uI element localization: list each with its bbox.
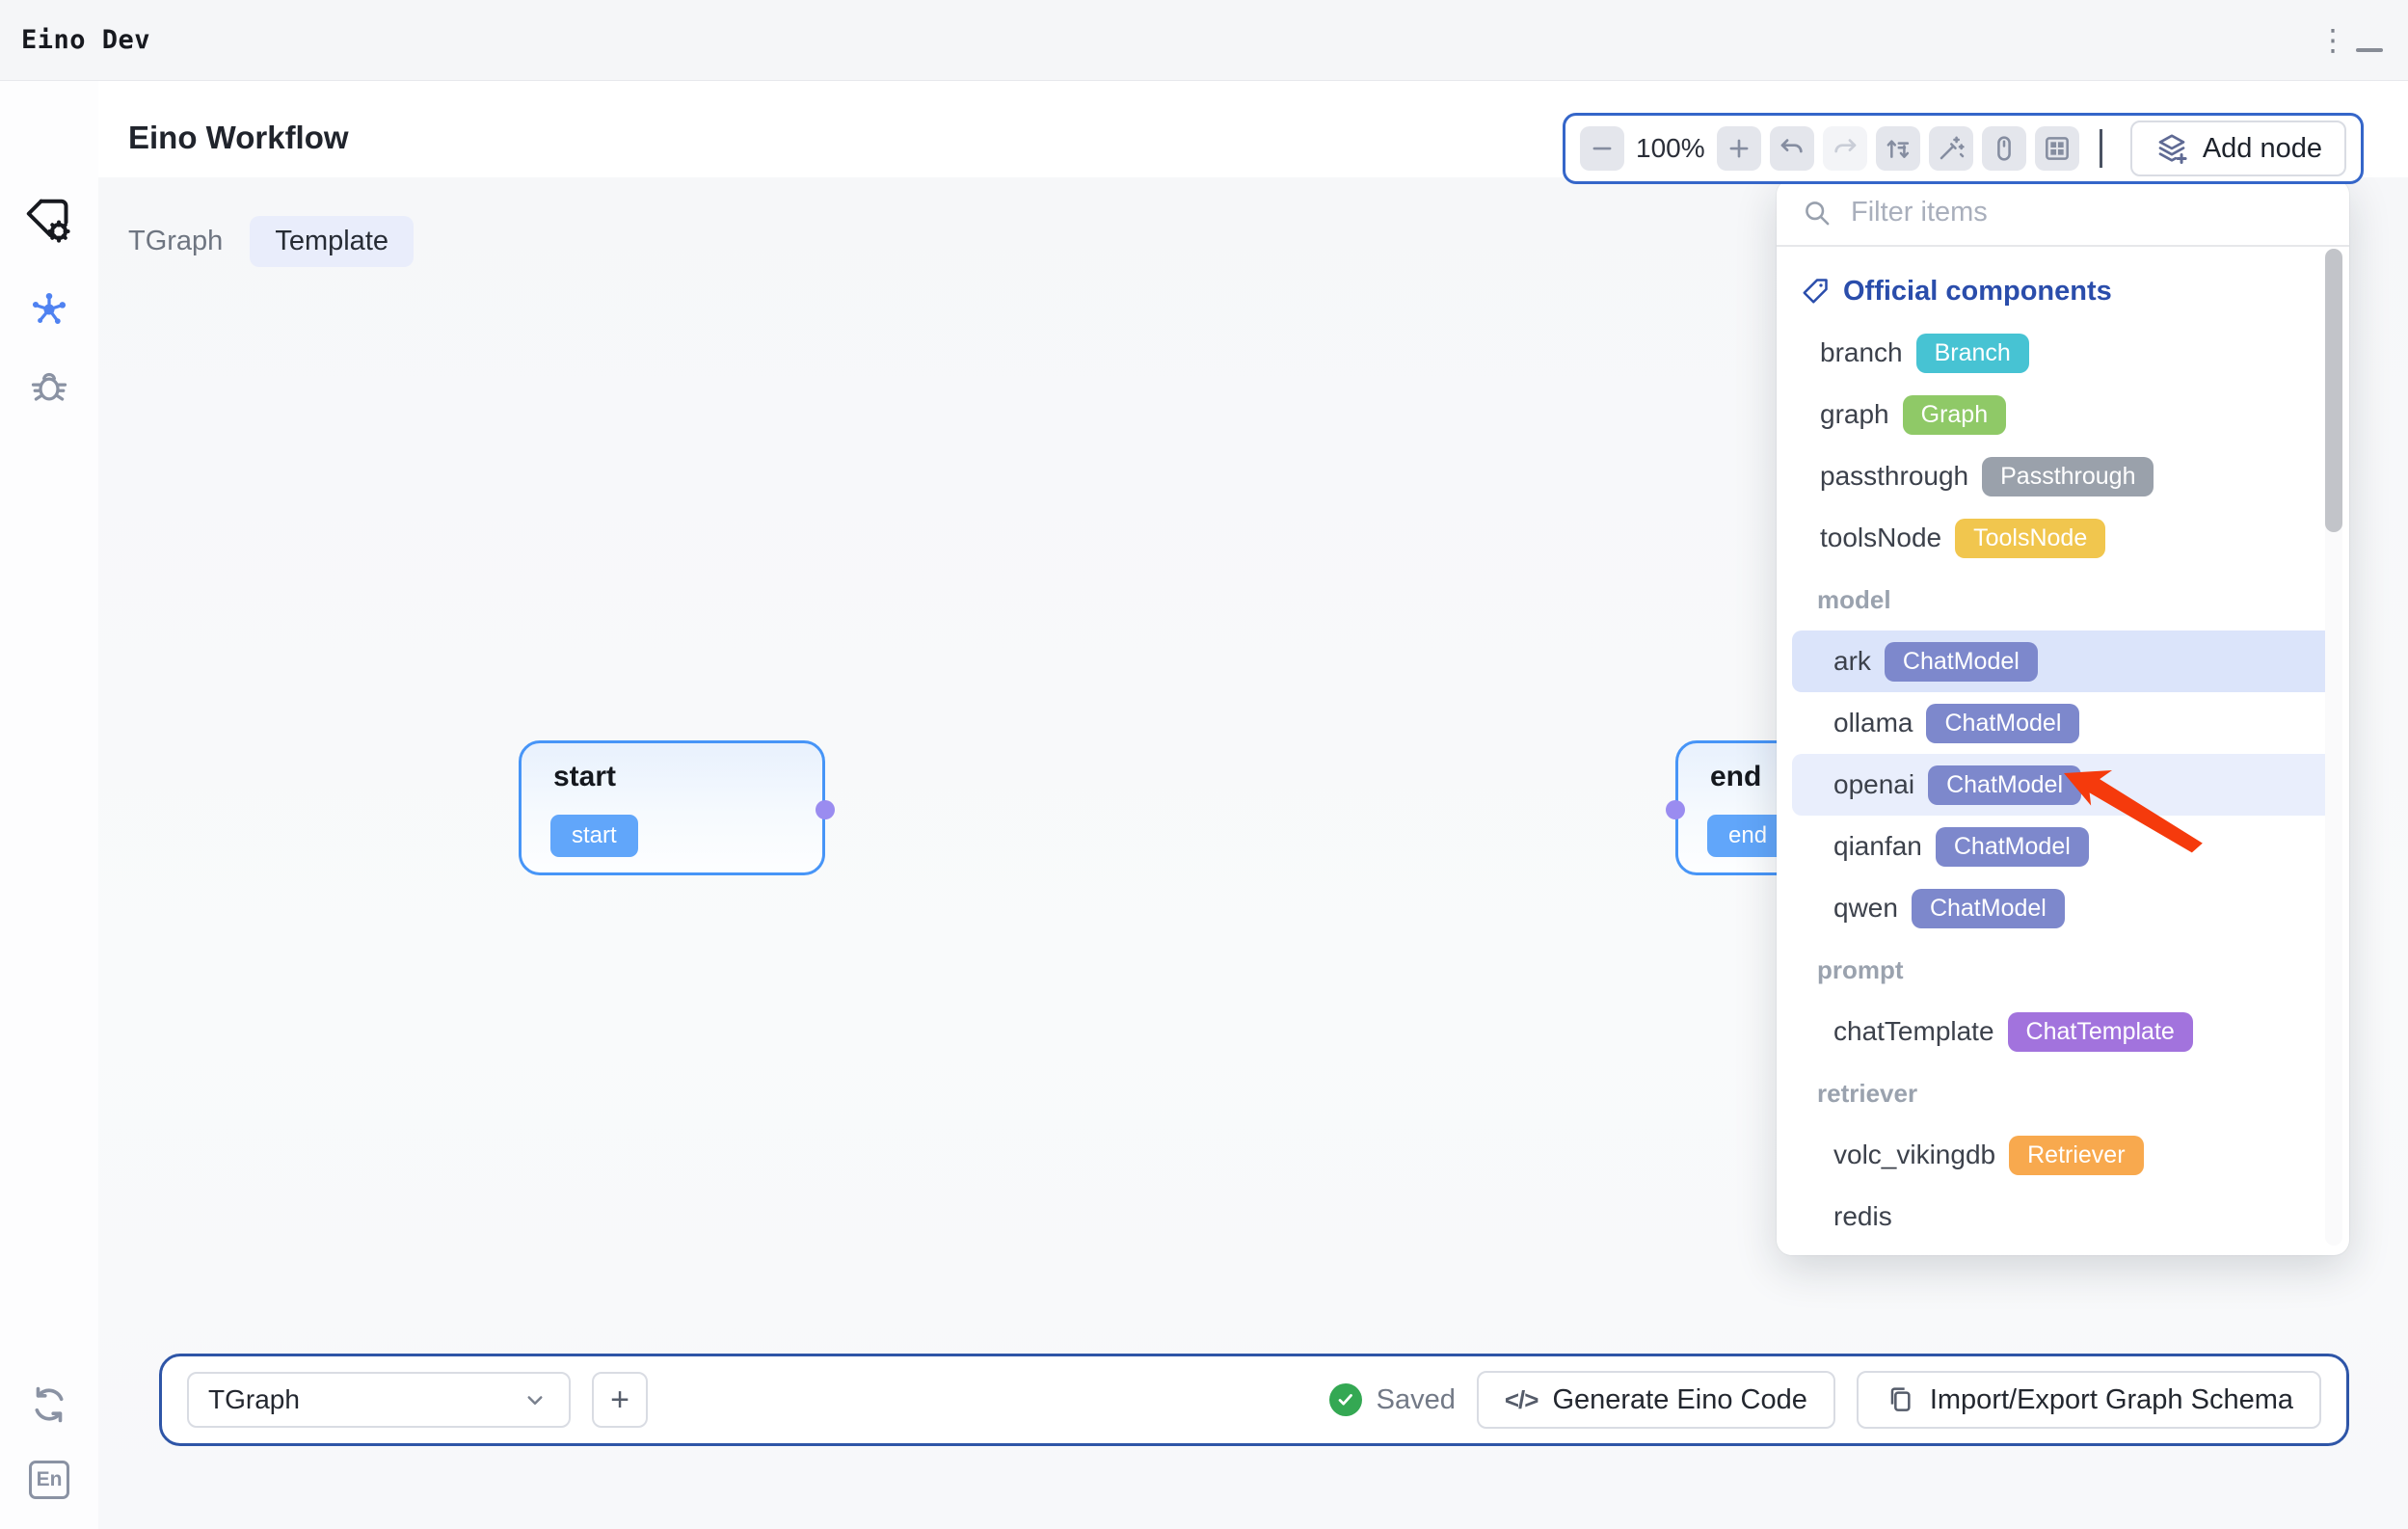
component-name: chatTemplate <box>1833 1016 1994 1046</box>
filter-input[interactable] <box>1849 195 2324 229</box>
undo-button[interactable] <box>1769 126 1814 171</box>
debug-bug-icon[interactable] <box>0 364 98 409</box>
add-node-panel: Official components branch Branch graph Grap… <box>1777 179 2349 1255</box>
node-output-port[interactable] <box>816 800 835 819</box>
component-type-badge: ChatModel <box>1928 764 2081 805</box>
start-node[interactable]: start start <box>519 740 835 875</box>
magic-wand-button[interactable] <box>1928 126 1973 171</box>
bottom-bar: TGraph + Saved </> Generate Eino Code <box>159 1354 2349 1446</box>
component-name: ollama <box>1833 708 1913 738</box>
zoom-level-label: 100% <box>1636 133 1705 163</box>
section-title-label: Official components <box>1843 275 2112 307</box>
component-list: Official components branch Branch graph Grap… <box>1777 247 2349 1255</box>
panel-scrollbar-thumb[interactable] <box>2325 249 2342 532</box>
component-type-badge: ChatModel <box>1911 888 2065 928</box>
component-item-openai[interactable]: openai ChatModel <box>1792 754 2334 816</box>
language-icon[interactable]: En <box>0 1461 98 1499</box>
panel-group-label-retriever: retriever <box>1817 1078 1918 1108</box>
import-export-label: Import/Export Graph Schema <box>1929 1383 2293 1415</box>
component-item-qwen[interactable]: qwen ChatModel <box>1792 877 2334 939</box>
add-graph-button[interactable]: + <box>592 1372 648 1428</box>
component-name: qwen <box>1833 893 1898 923</box>
window-minimize-icon[interactable] <box>2356 48 2383 52</box>
component-type-badge: ToolsNode <box>1955 518 2106 558</box>
tab-tgraph[interactable]: TGraph <box>128 226 224 256</box>
component-name: ark <box>1833 646 1871 676</box>
mouse-mode-button[interactable] <box>1981 126 2026 171</box>
zoom-in-button[interactable] <box>1716 126 1761 171</box>
component-item-ark[interactable]: ark ChatModel <box>1792 630 2334 692</box>
component-type-badge: Retriever <box>2009 1135 2144 1175</box>
component-item-redis[interactable]: redis Retriever <box>1792 1186 2334 1247</box>
component-type-badge: Retriever <box>1923 1202 2022 1230</box>
graph-tabs: TGraph Template <box>128 216 414 267</box>
component-type-badge: Passthrough <box>1982 456 2154 496</box>
component-item-volc_vikingdb[interactable]: volc_vikingdb Retriever <box>1792 1124 2334 1186</box>
save-status: Saved <box>1328 1383 1456 1416</box>
node-type-badge: end <box>1707 815 1789 857</box>
panel-section-title: Official components <box>1792 260 2334 322</box>
generate-code-label: Generate Eino Code <box>1552 1383 1807 1415</box>
component-name: volc_vikingdb <box>1833 1140 1996 1169</box>
window-titlebar: Eino Dev ⋮ <box>0 0 2408 81</box>
auto-layout-button[interactable] <box>1875 126 1920 171</box>
layers-plus-icon <box>2154 131 2189 166</box>
workflow-nav-icon[interactable] <box>0 287 98 332</box>
generate-code-button[interactable]: </> Generate Eino Code <box>1476 1371 1835 1429</box>
component-name: openai <box>1833 769 1915 799</box>
clipboard-icon <box>1885 1384 1915 1415</box>
component-name: toolsNode <box>1820 523 1942 552</box>
left-sidebar: En ? <box>0 81 98 1529</box>
tag-icon <box>1801 277 1830 306</box>
component-item-ollama[interactable]: ollama ChatModel <box>1792 692 2334 754</box>
component-item-qianfan[interactable]: qianfan ChatModel <box>1792 816 2334 877</box>
save-status-label: Saved <box>1376 1383 1456 1415</box>
add-node-button[interactable]: Add node <box>2129 121 2346 176</box>
component-name: redis <box>1833 1201 1892 1231</box>
node-title: start <box>553 761 617 792</box>
refresh-icon[interactable] <box>0 1382 98 1427</box>
component-item-passthrough[interactable]: passthrough Passthrough <box>1792 445 2334 507</box>
import-export-button[interactable]: Import/Export Graph Schema <box>1856 1371 2321 1429</box>
panel-search <box>1777 179 2349 247</box>
component-name: branch <box>1820 337 1903 367</box>
component-type-badge: ChatModel <box>1884 641 2038 682</box>
component-item-chatTemplate[interactable]: chatTemplate ChatTemplate <box>1792 1001 2334 1062</box>
graph-select-value: TGraph <box>208 1384 300 1414</box>
component-type-badge: ChatModel <box>1935 826 2089 867</box>
tab-template[interactable]: Template <box>250 216 414 267</box>
window-menu-icon[interactable]: ⋮ <box>2317 23 2348 57</box>
panel-scrollbar <box>2325 249 2342 1246</box>
plus-icon: + <box>610 1381 629 1418</box>
search-icon <box>1802 198 1832 228</box>
layout-grid-button[interactable] <box>2034 126 2079 171</box>
component-name: graph <box>1820 399 1889 429</box>
page-title: Eino Workflow <box>128 120 349 155</box>
code-icon: </> <box>1504 1384 1539 1414</box>
zoom-out-button[interactable] <box>1579 126 1624 171</box>
redo-button[interactable] <box>1822 126 1867 171</box>
chevron-down-icon <box>521 1385 549 1414</box>
component-type-badge: Branch <box>1915 333 2029 373</box>
graph-select[interactable]: TGraph <box>187 1372 571 1428</box>
component-item-graph[interactable]: graph Graph <box>1792 384 2334 445</box>
node-input-port[interactable] <box>1666 800 1685 819</box>
component-name: qianfan <box>1833 831 1922 861</box>
toolbar-divider <box>2099 129 2102 168</box>
node-title: end <box>1710 761 1762 792</box>
component-item-toolsNode[interactable]: toolsNode ToolsNode <box>1792 507 2334 569</box>
window-title: Eino Dev <box>21 25 151 55</box>
eino-logo-icon <box>0 195 98 249</box>
component-type-badge: ChatTemplate <box>2007 1011 2193 1052</box>
check-circle-icon <box>1328 1383 1362 1416</box>
canvas-toolbar: 100% <box>1562 113 2364 184</box>
panel-group-label-model: model <box>1817 584 1891 614</box>
component-type-badge: Graph <box>1902 394 2007 435</box>
component-name: passthrough <box>1820 461 1969 491</box>
component-type-badge: ChatModel <box>1926 703 2080 743</box>
node-type-badge: start <box>550 815 638 857</box>
component-item-branch[interactable]: branch Branch <box>1792 322 2334 384</box>
panel-group-label-prompt: prompt <box>1817 954 1904 984</box>
add-node-label: Add node <box>2202 132 2322 164</box>
